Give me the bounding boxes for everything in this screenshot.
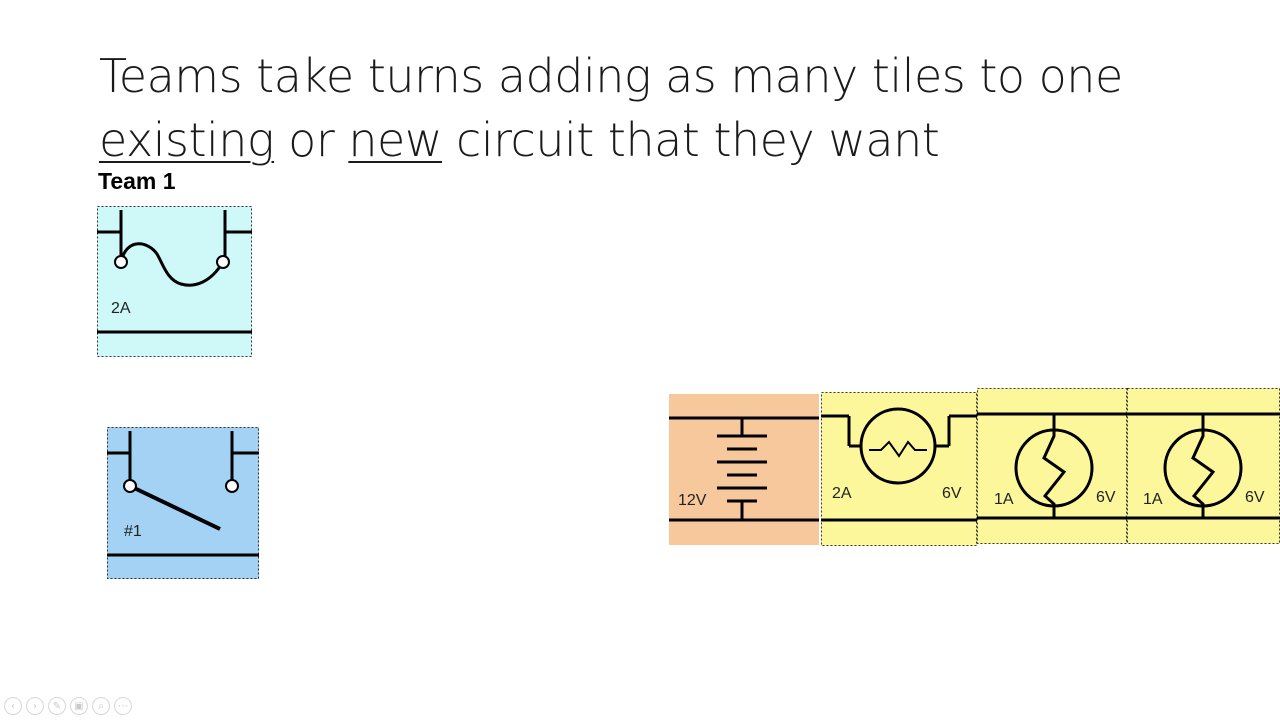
zoom-icon[interactable]: ⌕ [92,697,110,715]
bulb-tile-2[interactable]: 1A 6V [1127,388,1280,544]
bulb-icon [977,388,1127,544]
battery-voltage: 12V [678,492,707,509]
title-or: or [274,113,349,167]
fuse-icon [97,206,252,357]
resistor-tile[interactable]: 2A 6V [821,392,977,546]
bulb-1-voltage: 6V [1096,489,1116,506]
battery-icon [669,416,819,522]
title-new: new [348,113,442,167]
bulb-2-voltage: 6V [1245,489,1265,506]
bulb-icon [1127,388,1280,544]
title-line-1: Teams take turns adding as many tiles to… [99,49,1123,103]
slide-title: Teams take turns adding as many tiles to… [99,44,1199,172]
more-options-icon[interactable]: ⋯ [114,697,132,715]
resistor-icon [821,392,977,546]
resistor-current: 2A [832,485,852,502]
fuse-rating: 2A [111,300,131,317]
switch-number: #1 [124,523,142,540]
bulb-1-current: 1A [994,491,1014,508]
fuse-tile[interactable]: 2A [97,206,252,357]
switch-tile[interactable]: #1 [107,427,259,579]
switch-icon [107,427,259,579]
bulb-2-current: 1A [1143,491,1163,508]
see-all-slides-icon[interactable]: ▣ [70,697,88,715]
title-existing: existing [99,113,275,167]
slideshow-toolbar: ‹ › ✎ ▣ ⌕ ⋯ [4,697,132,715]
team-label: Team 1 [98,168,176,194]
previous-slide-icon[interactable]: ‹ [4,697,22,715]
battery-tile[interactable]: 12V [669,394,819,545]
pen-icon[interactable]: ✎ [48,697,66,715]
resistor-voltage: 6V [942,485,962,502]
title-rest: circuit that they want [441,113,940,167]
next-slide-icon[interactable]: › [26,697,44,715]
bulb-tile-1[interactable]: 1A 6V [977,388,1127,544]
